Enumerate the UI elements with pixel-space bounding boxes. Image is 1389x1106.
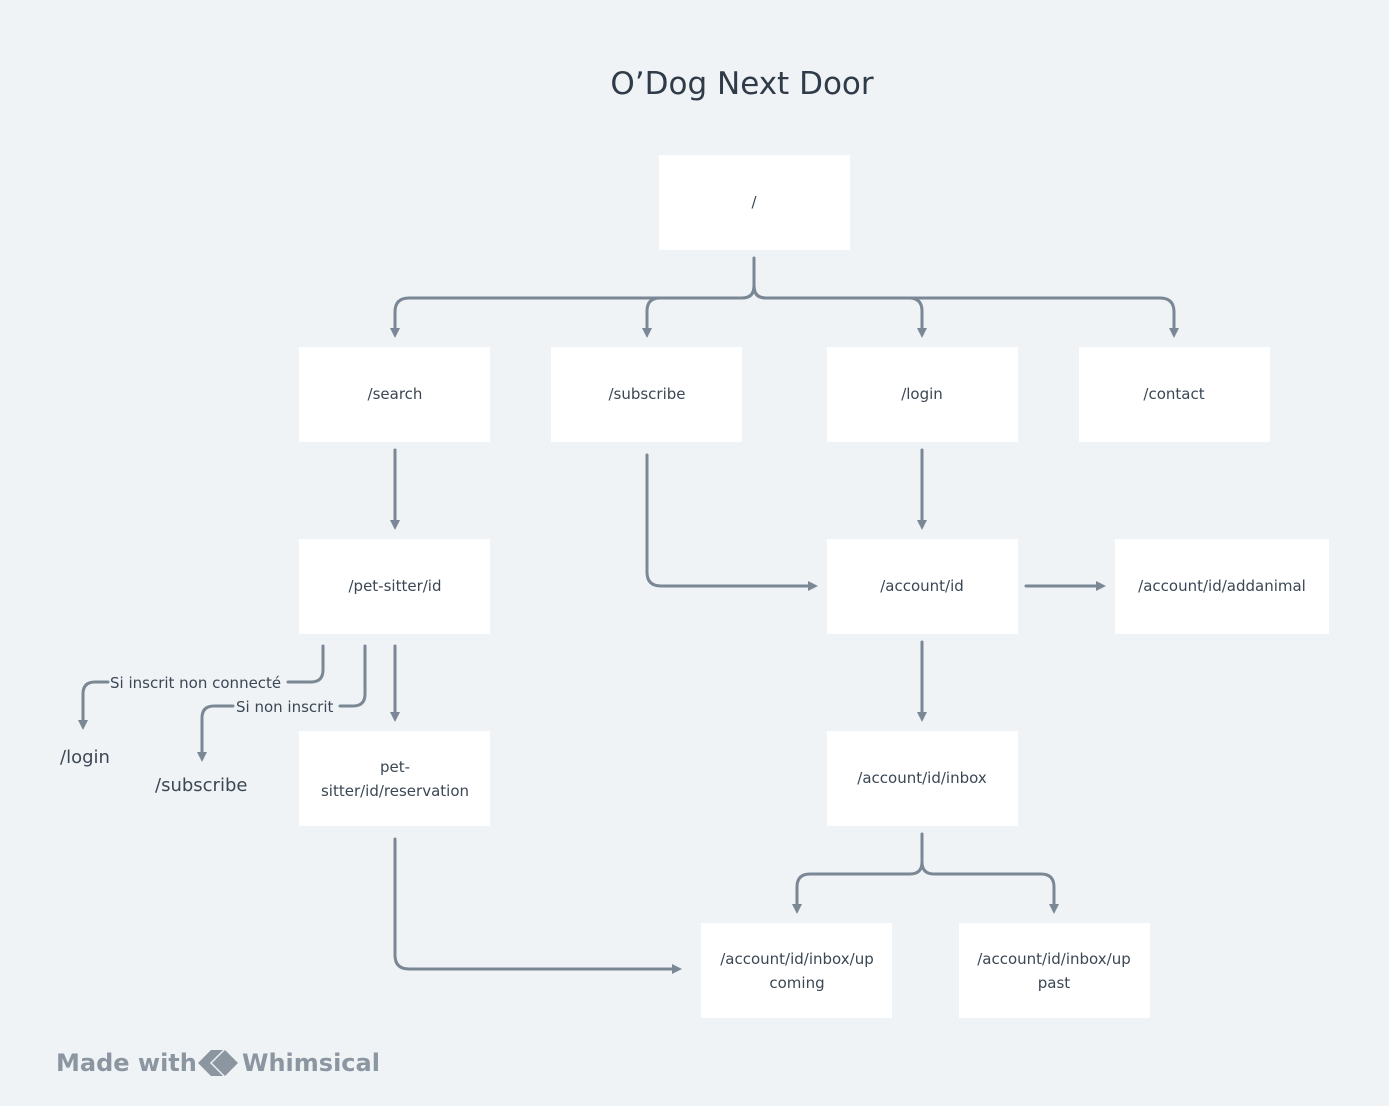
diagram-title: O’Dog Next Door (610, 66, 873, 102)
node-pet-sitter: /pet-sitter/id (299, 539, 490, 634)
node-contact: /contact (1079, 347, 1270, 442)
node-root-label: / (751, 193, 757, 211)
node-subscribe-label: /subscribe (608, 385, 685, 403)
node-login-label: /login (901, 385, 943, 403)
node-subscribe: /subscribe (551, 347, 742, 442)
connector-inbox-upcoming (792, 832, 924, 914)
node-upcoming: /account/id/inbox/up coming (701, 923, 892, 1018)
node-past-label-line2: past (1038, 974, 1071, 992)
target-subscribe: /subscribe (155, 775, 247, 796)
node-addanimal: /account/id/addanimal (1115, 539, 1329, 634)
node-past-label-line1: /account/id/inbox/up (977, 950, 1130, 968)
node-reservation: pet- sitter/id/reservation (299, 731, 490, 826)
node-past: /account/id/inbox/up past (959, 923, 1150, 1018)
whimsical-logo-icon (198, 1050, 238, 1076)
connector-reservation-upcoming (393, 837, 682, 974)
node-reservation-label-line1: pet- (380, 758, 410, 776)
edge-label-not-registered: Si non inscrit (236, 698, 333, 716)
node-inbox: /account/id/inbox (827, 731, 1018, 826)
connector-root-trunk (390, 256, 756, 338)
node-login: /login (827, 347, 1018, 442)
node-root: / (659, 155, 850, 250)
node-account-label: /account/id (880, 577, 964, 595)
node-search: /search (299, 347, 490, 442)
node-pet-sitter-label: /pet-sitter/id (349, 577, 442, 595)
node-reservation-label-line2: sitter/id/reservation (321, 782, 469, 800)
connector-subscribe-account (645, 453, 818, 591)
connector-root-contact (752, 284, 1179, 338)
connector-petsitter-subscribe (202, 644, 367, 757)
connector-root-login (752, 284, 927, 338)
node-upcoming-label-line1: /account/id/inbox/up (720, 950, 873, 968)
node-addanimal-label: /account/id/addanimal (1138, 577, 1306, 595)
connectors (83, 256, 1179, 974)
node-contact-label: /contact (1143, 385, 1204, 403)
node-inbox-label: /account/id/inbox (857, 769, 987, 787)
node-upcoming-label-line2: coming (769, 974, 824, 992)
connector-root-subscribe (642, 284, 756, 338)
footer-branding: Made with Whimsical (56, 1049, 380, 1077)
node-account: /account/id (827, 539, 1018, 634)
edge-label-registered-not-connected: Si inscrit non connecté (110, 674, 281, 692)
footer-brand: Whimsical (242, 1049, 380, 1077)
node-search-label: /search (368, 385, 423, 403)
connector-petsitter-login (83, 644, 325, 725)
footer-made-with: Made with (56, 1049, 197, 1077)
target-login: /login (60, 747, 110, 768)
connector-inbox-past (920, 860, 1059, 914)
